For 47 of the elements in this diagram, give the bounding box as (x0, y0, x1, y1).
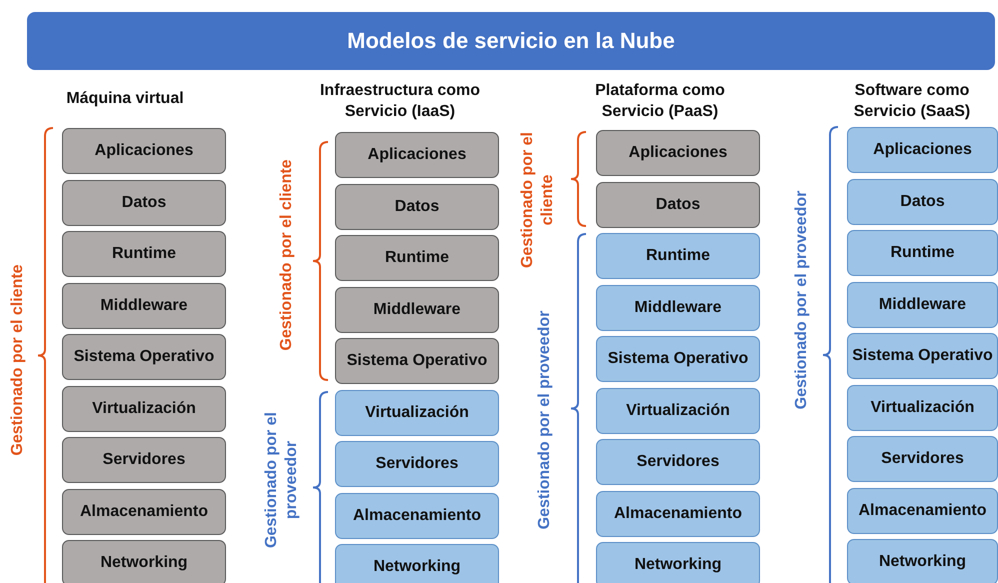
layer-box: Servidores (596, 439, 760, 485)
layer-box: Sistema Operativo (847, 333, 998, 379)
layer-box: Aplicaciones (847, 127, 998, 173)
layer-box: Networking (847, 539, 998, 583)
layer-box: Networking (596, 542, 760, 583)
bracket-label: Gestionado por el proveedor (792, 190, 811, 412)
title-banner: Modelos de servicio en la Nube (27, 12, 995, 70)
layer-box: Sistema Operativo (62, 334, 226, 380)
layer-box: Middleware (847, 282, 998, 328)
layer-box: Almacenamiento (62, 488, 226, 534)
layer-box: Virtualización (847, 384, 998, 430)
layer-box: Runtime (596, 233, 760, 279)
layer-box: Runtime (62, 231, 226, 277)
bracket-label: Gestionado por el cliente (8, 263, 27, 458)
layer-box: Servidores (62, 437, 226, 483)
layer-box: Sistema Operativo (596, 336, 760, 382)
layer-box: Middleware (62, 282, 226, 328)
column-heading: Plataforma como Servicio (PaaS) (594, 81, 726, 122)
layer-box: Datos (62, 180, 226, 226)
layer-box: Runtime (847, 230, 998, 276)
layer-box: Aplicaciones (596, 130, 760, 176)
layer-box: Almacenamiento (847, 488, 998, 534)
layer-box: Middleware (596, 284, 760, 330)
layer-box: Aplicaciones (335, 132, 499, 178)
layer-box: Almacenamiento (596, 490, 760, 536)
layer-box: Virtualización (62, 386, 226, 432)
layer-box: Middleware (335, 286, 499, 332)
bracket-label: Gestionado por el proveedor (262, 411, 301, 550)
layer-box: Virtualización (596, 388, 760, 434)
bracket-label: Gestionado por el cliente (518, 131, 557, 270)
layer-box: Datos (847, 178, 998, 224)
layer-box: Networking (335, 544, 499, 583)
layer-box: Datos (335, 184, 499, 230)
layer-box: Almacenamiento (335, 492, 499, 538)
layer-box: Networking (62, 540, 226, 583)
column-heading: Máquina virtual (65, 89, 185, 109)
column-heading: Infraestructura como Servicio (IaaS) (318, 81, 482, 122)
layer-box: Datos (596, 182, 760, 228)
layer-box: Virtualización (335, 390, 499, 436)
layer-box: Servidores (335, 441, 499, 487)
layer-box: Sistema Operativo (335, 338, 499, 384)
bracket-label: Gestionado por el cliente (277, 158, 296, 353)
layer-box: Runtime (335, 235, 499, 281)
bracket-label: Gestionado por el proveedor (535, 310, 554, 532)
layer-box: Servidores (847, 436, 998, 482)
column-heading: Software como Servicio (SaaS) (852, 81, 972, 122)
layer-box: Aplicaciones (62, 128, 226, 174)
